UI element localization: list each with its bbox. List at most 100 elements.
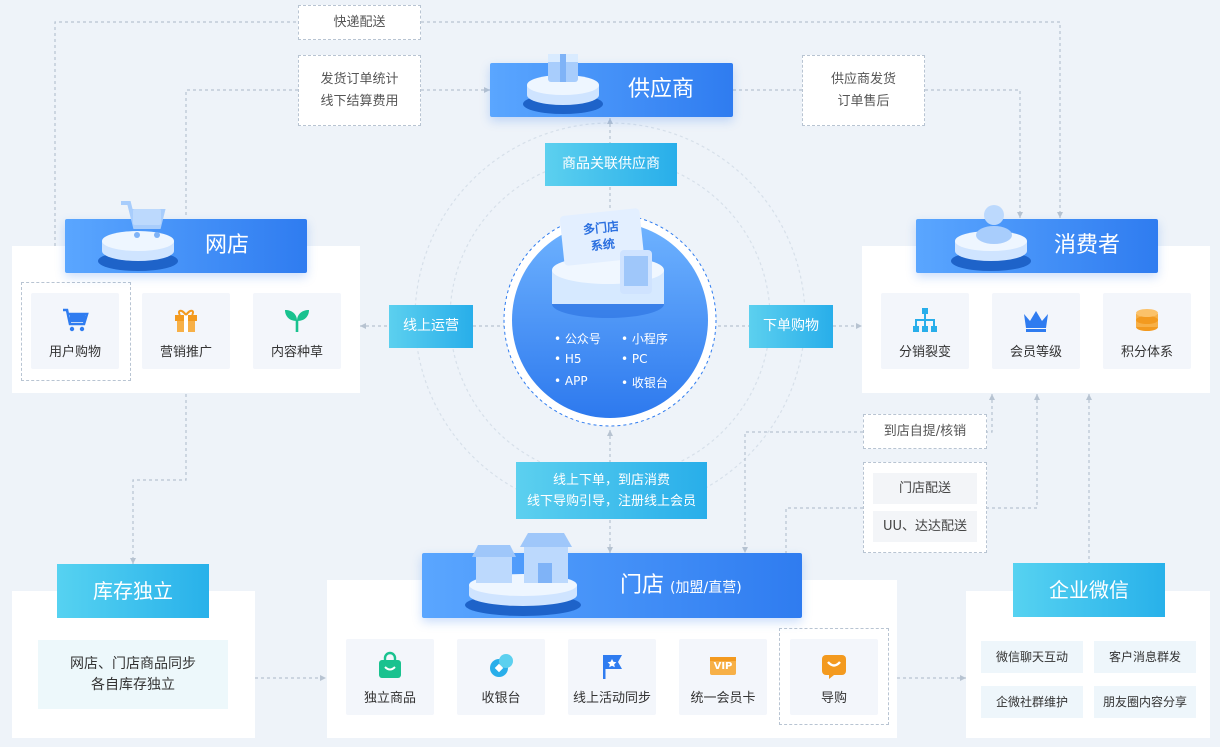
order-buy-tag: 下单购物 bbox=[749, 305, 833, 348]
store-title-wrap: 门店 (加盟/直营) bbox=[620, 553, 742, 621]
card-label: 线上活动同步 bbox=[572, 691, 651, 706]
channel-item-text: APP bbox=[564, 374, 588, 388]
delivery-option-text: 门店配送 bbox=[898, 481, 951, 496]
wecom-item: 微信聊天互动 bbox=[981, 641, 1083, 673]
shop-header: 网店 bbox=[65, 201, 307, 273]
channel-item-text: 收银台 bbox=[631, 376, 668, 390]
channel-item: • 小程序 bbox=[621, 332, 668, 346]
store-card-activity[interactable]: 线上活动同步 bbox=[568, 639, 656, 715]
channel-item-text: PC bbox=[631, 352, 648, 366]
gift-icon bbox=[175, 309, 197, 332]
delivery-option: 门店配送 bbox=[873, 473, 977, 504]
goods-link-text: 商品关联供应商 bbox=[562, 156, 660, 172]
card-label: 分销裂变 bbox=[898, 345, 951, 360]
channel-item: • 公众号 bbox=[554, 332, 601, 346]
shop-card-content[interactable]: 内容种草 bbox=[253, 293, 341, 369]
sprout-icon bbox=[285, 310, 309, 332]
online-order-line: 线上下单，到店消费 bbox=[552, 472, 670, 488]
shop-card-shopping[interactable]: 用户购物 bbox=[31, 293, 119, 369]
order-buy-text: 下单购物 bbox=[763, 318, 819, 334]
card-label: 营销推广 bbox=[159, 345, 212, 360]
ship-stats-line: 发货订单统计 bbox=[320, 71, 399, 87]
card-label: 用户购物 bbox=[48, 345, 101, 360]
online-order-line: 线下导购引导，注册线上会员 bbox=[526, 493, 696, 509]
shopping-cart-icon bbox=[98, 201, 178, 271]
goods-link-tag: 商品关联供应商 bbox=[545, 143, 677, 186]
cashier-icon bbox=[490, 654, 513, 677]
center-system-graphic bbox=[503, 208, 717, 427]
consumer-header: 消费者 bbox=[916, 205, 1158, 273]
consumer-card-distribution[interactable]: 分销裂变 bbox=[881, 293, 969, 369]
shop-highlight-group bbox=[21, 282, 131, 381]
store-highlight-group bbox=[779, 628, 889, 725]
channel-item-text: 公众号 bbox=[564, 332, 601, 346]
supplier-header: 供应商 bbox=[490, 54, 733, 117]
supplier-ship-line: 订单售后 bbox=[837, 93, 890, 109]
hierarchy-icon bbox=[913, 308, 937, 332]
wecom-item: 客户消息群发 bbox=[1094, 641, 1196, 673]
vip-card-icon bbox=[710, 657, 736, 675]
store-header: 门店 (加盟/直营) bbox=[422, 533, 802, 621]
online-order-tag: 线上下单，到店消费 线下导购引导，注册线上会员 bbox=[516, 462, 707, 519]
crown-icon bbox=[1024, 311, 1048, 332]
wecom-item: 朋友圈内容分享 bbox=[1094, 686, 1196, 718]
inventory-title: 库存独立 bbox=[93, 579, 173, 603]
card-label: 积分体系 bbox=[1120, 345, 1173, 360]
wecom-item-text: 微信聊天互动 bbox=[995, 650, 1068, 664]
guide-chat-icon bbox=[822, 655, 846, 679]
consumer-card-level[interactable]: 会员等级 bbox=[992, 293, 1080, 369]
card-label: 内容种草 bbox=[270, 345, 323, 360]
store-subtitle: (加盟/直营) bbox=[670, 580, 742, 596]
card-label: 独立商品 bbox=[363, 691, 416, 706]
delivery-option-text: UU、达达配送 bbox=[882, 519, 968, 534]
online-ops-text: 线上运营 bbox=[403, 318, 459, 334]
express-text: 快递配送 bbox=[333, 14, 386, 30]
cart-icon bbox=[63, 308, 89, 332]
delivery-option: UU、达达配送 bbox=[873, 511, 977, 542]
supplier-ship-line: 供应商发货 bbox=[830, 71, 896, 87]
supplier-ship-label: 供应商发货 订单售后 bbox=[802, 55, 925, 126]
channel-item: • APP bbox=[554, 374, 588, 388]
wecom-item-text: 朋友圈内容分享 bbox=[1102, 695, 1187, 709]
store-card-goods[interactable]: 独立商品 bbox=[346, 639, 434, 715]
channel-item-text: 小程序 bbox=[631, 332, 668, 346]
supplier-box-icon bbox=[523, 54, 603, 114]
shopping-bag-icon bbox=[379, 651, 401, 678]
inventory-desc-line: 各自库存独立 bbox=[91, 676, 175, 693]
card-label: 导购 bbox=[820, 691, 847, 706]
vip-text: VIP bbox=[713, 661, 733, 672]
inventory-desc: 网店、门店商品同步 各自库存独立 bbox=[38, 640, 228, 709]
ship-stats-line: 线下结算费用 bbox=[320, 93, 399, 109]
supplier-title: 供应商 bbox=[628, 77, 695, 102]
wecom-item-text: 客户消息群发 bbox=[1108, 650, 1181, 664]
coins-icon bbox=[1136, 309, 1158, 331]
wecom-item-text: 企微社群维护 bbox=[995, 695, 1068, 709]
user-icon bbox=[951, 205, 1031, 271]
channel-item: • 收银台 bbox=[621, 376, 668, 390]
wecom-item: 企微社群维护 bbox=[981, 686, 1083, 718]
inventory-desc-line: 网店、门店商品同步 bbox=[70, 655, 196, 672]
flag-icon bbox=[603, 655, 622, 679]
online-ops-tag: 线上运营 bbox=[389, 305, 473, 348]
consumer-title: 消费者 bbox=[1054, 233, 1121, 258]
card-label: 会员等级 bbox=[1009, 345, 1062, 360]
card-label: 收银台 bbox=[481, 691, 521, 706]
express-label: 快递配送 bbox=[298, 5, 421, 40]
channel-item-text: H5 bbox=[564, 352, 582, 366]
storefront-icon bbox=[465, 533, 581, 616]
pickup-label: 到店自提/核销 bbox=[863, 414, 987, 449]
store-card-guide[interactable]: 导购 bbox=[790, 639, 878, 715]
shop-card-marketing[interactable]: 营销推广 bbox=[142, 293, 230, 369]
store-card-cashier[interactable]: 收银台 bbox=[457, 639, 545, 715]
store-card-membership[interactable]: VIP 统一会员卡 bbox=[679, 639, 767, 715]
consumer-card-points[interactable]: 积分体系 bbox=[1103, 293, 1191, 369]
card-label: 统一会员卡 bbox=[690, 691, 756, 706]
wecom-header: 企业微信 bbox=[1013, 563, 1165, 617]
channel-item: • H5 bbox=[554, 352, 582, 366]
center-sign: 多门店 系统 bbox=[567, 217, 636, 258]
channel-item: • PC bbox=[621, 352, 648, 366]
store-title: 门店 bbox=[620, 573, 665, 598]
shop-title: 网店 bbox=[205, 233, 250, 258]
inventory-header: 库存独立 bbox=[57, 564, 209, 618]
